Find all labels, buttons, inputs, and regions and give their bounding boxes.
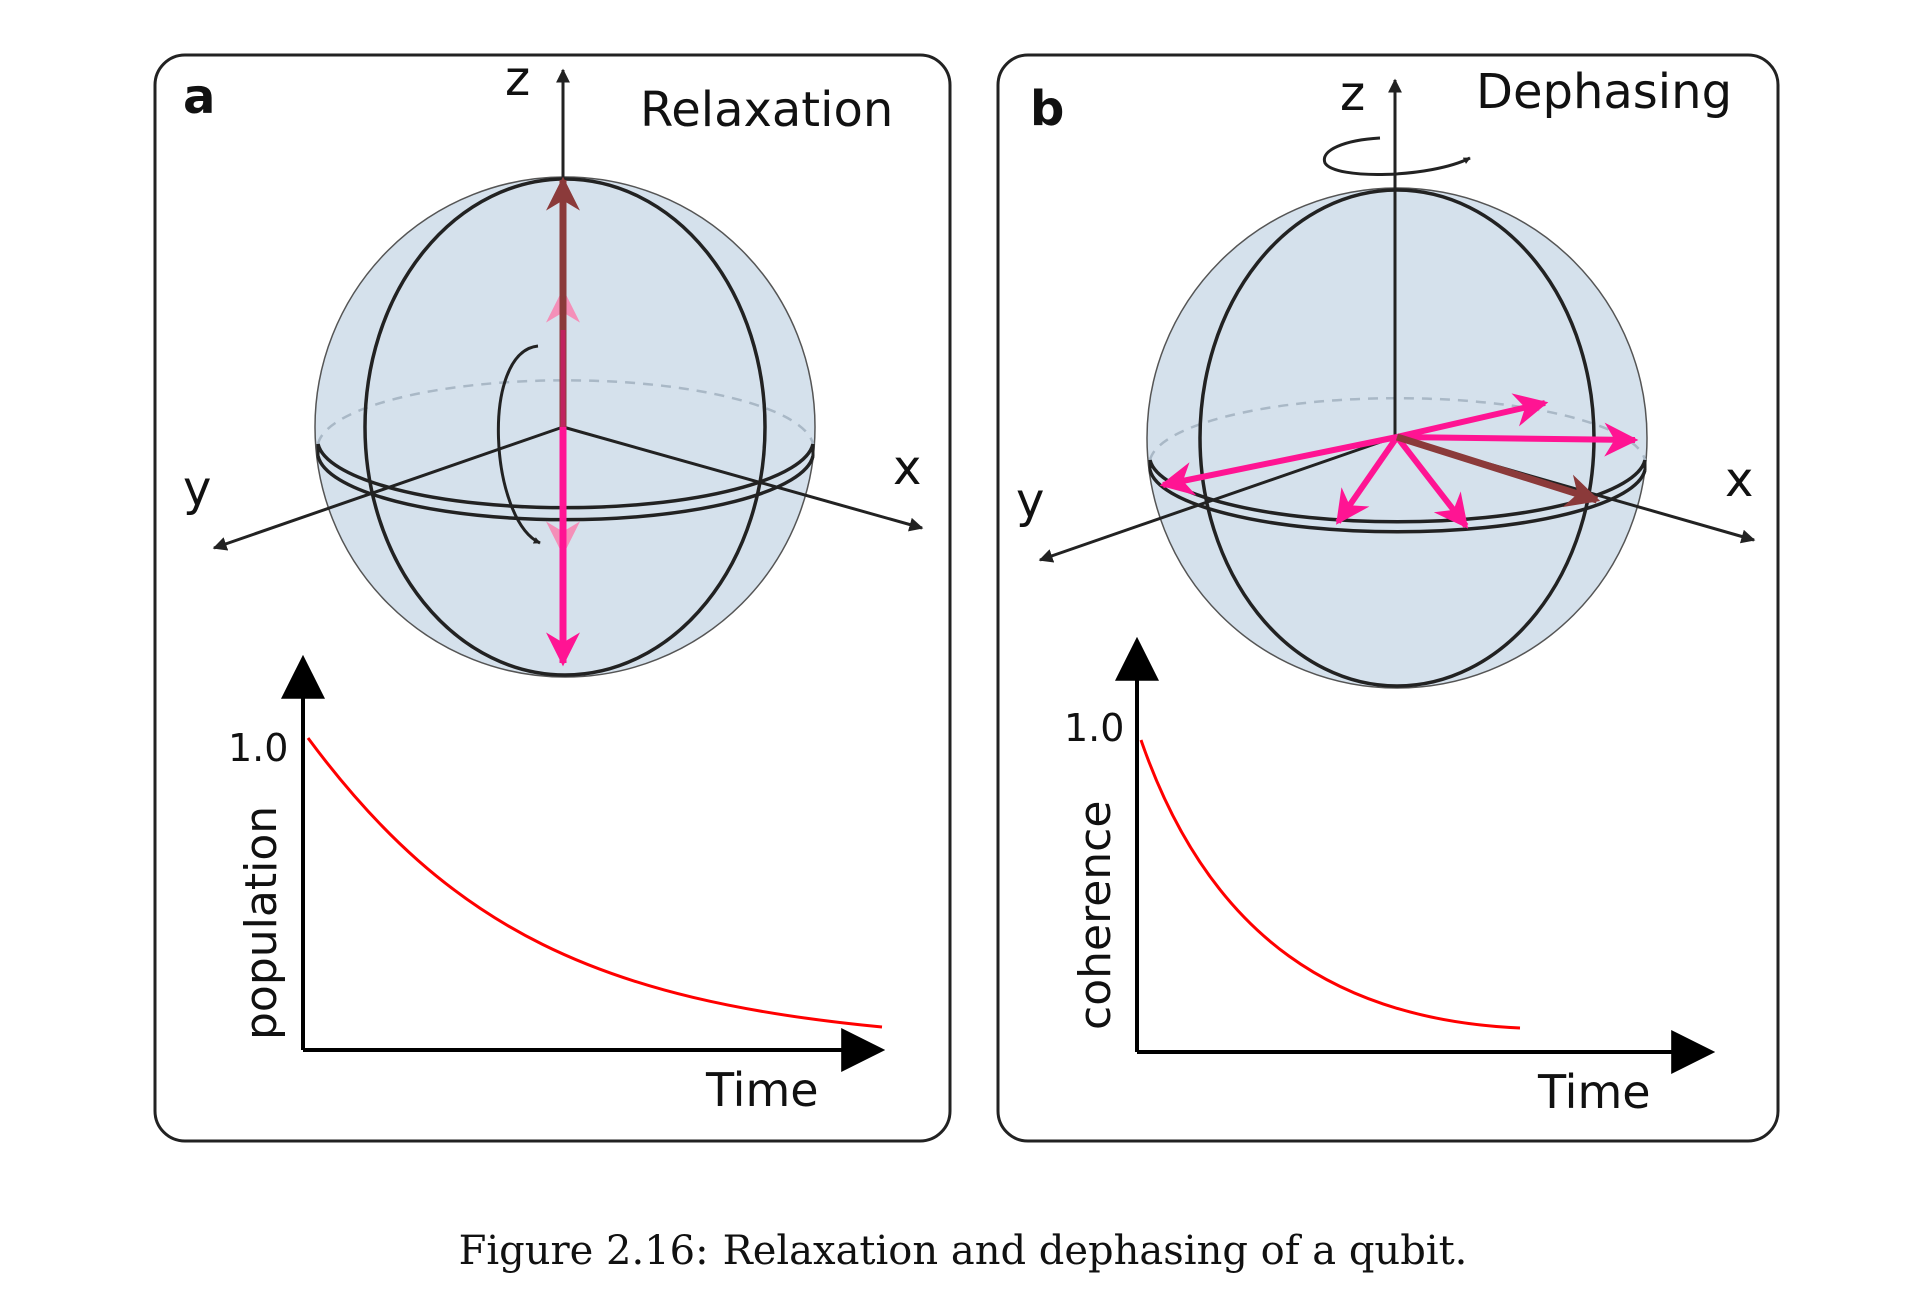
caption-label: Figure 2.16: [458, 1228, 709, 1274]
y-axis-label: y [183, 461, 211, 517]
relaxation-arrow [496, 344, 541, 545]
panel-letter: a [183, 69, 215, 125]
vector-spread-5 [1394, 435, 1469, 529]
vector-spread-2 [1396, 393, 1549, 440]
panel-frame [153, 53, 952, 1143]
vector-spread-1 [1159, 434, 1398, 496]
y-axis [1038, 435, 1396, 563]
decay-curve [306, 737, 883, 1029]
xlabel: Time [1537, 1065, 1651, 1119]
panel-title: Relaxation [640, 82, 893, 138]
rotation-arrow [1322, 136, 1471, 176]
caption-text: Relaxation and dephasing of a qubit. [722, 1228, 1468, 1274]
xlabel: Time [705, 1063, 819, 1117]
decay-plot: 1.0 coherence Time [1064, 636, 1716, 1119]
state-vectors [1159, 393, 1639, 529]
panel-a: a Relaxation z x y [153, 51, 952, 1143]
ytick-label: 1.0 [1064, 706, 1124, 750]
panel-frame [996, 53, 1780, 1143]
decay-plot: 1.0 population Time [228, 654, 886, 1117]
x-axis-label: x [1725, 452, 1753, 508]
x-axis-label: x [893, 440, 921, 496]
panel-title: Dephasing [1476, 64, 1732, 120]
vector-spread-4 [1335, 435, 1400, 525]
y-axis-label: y [1016, 473, 1044, 529]
vector-initial [1395, 433, 1601, 508]
vector-spread-3 [1396, 422, 1639, 457]
panel-letter: b [1030, 81, 1064, 137]
decay-curve [1139, 739, 1521, 1030]
figure-caption: Figure 2.16: Relaxation and dephasing of … [0, 1228, 1926, 1274]
panel-b: b Dephasing z x y [996, 53, 1780, 1143]
x-axis [562, 425, 924, 532]
equator-back [1148, 396, 1647, 461]
ytick-label: 1.0 [228, 726, 288, 770]
state-vectors [496, 176, 580, 667]
ylabel: coherence [1070, 801, 1121, 1030]
z-axis-label: z [505, 51, 530, 107]
z-axis-label: z [1340, 66, 1365, 122]
y-axis [212, 425, 564, 551]
ylabel: population [236, 806, 287, 1040]
